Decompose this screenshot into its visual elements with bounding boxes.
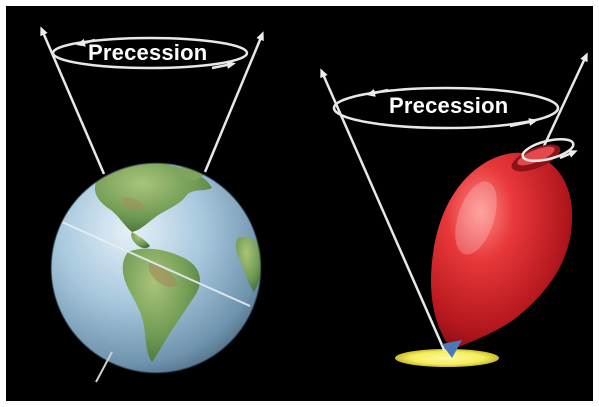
top-precession-label: Precession — [389, 93, 508, 119]
earth-precession-label: Precession — [88, 40, 207, 66]
contact-glow — [395, 349, 499, 367]
